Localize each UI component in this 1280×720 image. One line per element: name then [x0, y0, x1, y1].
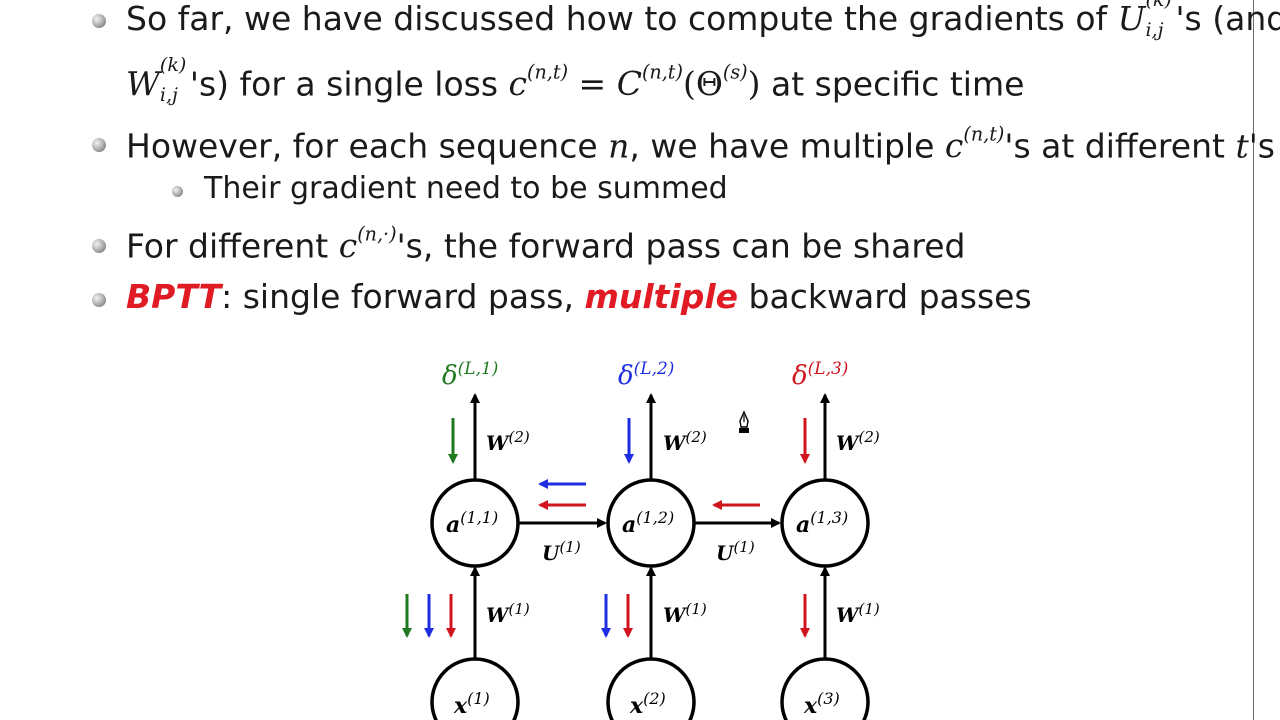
w2-label-2: W(2) — [663, 428, 707, 455]
bullet-1-line-2: W(k)i,j's) for a single loss c(n,t) = C(… — [126, 54, 1025, 106]
bullet-1-text-a: So far, we have discussed how to compute… — [126, 0, 1118, 38]
sequence-n: n — [608, 126, 630, 166]
w1-label-2: W(1) — [663, 600, 707, 627]
bullet-icon — [92, 14, 106, 28]
w2-label-3: W(2) — [836, 428, 880, 455]
bptt-diagram: δ(L,1) δ(L,2) δ(L,3) W(2) W(2) W(2) a(1,… — [402, 359, 880, 720]
u1-label-1: U(1) — [542, 538, 581, 565]
bullet-1-line-1: So far, we have discussed how to compute… — [126, 0, 1280, 41]
bullet-icon — [92, 293, 106, 307]
bullet-1-text-b: 's (and — [1175, 0, 1280, 38]
w-gradient-symbol: W(k) i,j — [126, 54, 190, 106]
bullet-3-text-b: 's, the forward pass can be shared — [396, 226, 966, 266]
bullet-1-text-c: 's) for a single loss — [189, 64, 509, 104]
bullet-4-text-b: backward passes — [738, 277, 1032, 316]
theta-close: ) — [747, 64, 761, 104]
window-edge-divider — [1253, 0, 1254, 720]
input-node-2 — [606, 657, 696, 720]
w1-label-1: W(1) — [486, 600, 530, 627]
loss-c: c — [508, 64, 528, 104]
bullet-3-text-a: For different — [126, 226, 339, 266]
loss-c-sup: (n,t) — [527, 61, 569, 84]
bullet-2-text-c: 's at different — [1004, 126, 1236, 166]
w-superscript: (k) — [159, 54, 187, 77]
pen-cursor-icon — [739, 411, 749, 433]
w1-label-3: W(1) — [836, 600, 880, 627]
bptt-term: BPTT — [126, 277, 222, 316]
bullet-2-text-b: , we have multiple — [629, 126, 945, 166]
loss-C: C — [616, 64, 642, 104]
u-subscript: i,j — [1145, 19, 1164, 41]
delta-label-2: δ(L,2) — [618, 359, 674, 391]
loss-equation: c(n,t) = C(n,t)(Θ(s)) — [508, 61, 761, 104]
equals-sign: = — [568, 64, 617, 104]
bullet-4-text-a: : single forward pass, — [221, 277, 585, 316]
time-t: t — [1235, 126, 1249, 166]
c-sup: (n,·) — [357, 223, 397, 246]
u1-label-2: U(1) — [716, 538, 755, 565]
sub-bullet-icon — [172, 186, 183, 197]
delta-label-1: δ(L,1) — [442, 359, 498, 391]
input-node-3-label: x(3) — [803, 689, 840, 719]
theta: (Θ — [682, 64, 723, 104]
u-gradient-symbol: U(k) i,j — [1117, 0, 1176, 41]
u-superscript: (k) — [1145, 0, 1172, 11]
bullet-icon — [92, 138, 106, 152]
w-indices: (k) i,j — [160, 54, 190, 106]
input-node-2-label: x(2) — [629, 689, 666, 719]
theta-sup: (s) — [722, 61, 748, 84]
hidden-node-1-label: a(1,1) — [446, 508, 498, 538]
multiple-term: multiple — [584, 277, 739, 316]
bullet-2-text-a: However, for each sequence — [126, 126, 609, 166]
w2-label-1: W(2) — [486, 428, 530, 455]
loss-c-n-dot: c(n,·) — [338, 223, 397, 266]
delta-label-3: δ(L,3) — [792, 359, 848, 391]
input-node-3 — [780, 657, 870, 720]
u-base: U — [1117, 0, 1146, 38]
bullet-2-text-d: 's — [1248, 126, 1275, 166]
c-base: c — [338, 226, 358, 266]
bullet-3-line: For different c(n,·)'s, the forward pass… — [126, 223, 966, 266]
input-node-1-label: x(1) — [453, 689, 490, 719]
bullet-1-text-d: at specific time — [760, 64, 1025, 104]
u-indices: (k) i,j — [1145, 0, 1175, 41]
w-subscript: i,j — [159, 84, 178, 107]
bullet-2-line: However, for each sequence n, we have mu… — [126, 123, 1275, 166]
c-base: c — [944, 126, 964, 166]
w-base: W — [126, 64, 160, 104]
bullet-icon — [92, 239, 106, 253]
c-sup: (n,t) — [963, 123, 1005, 146]
hidden-node-3-label: a(1,3) — [796, 508, 848, 538]
bullet-2-sub: Their gradient need to be summed — [204, 171, 728, 206]
input-node-1 — [430, 657, 520, 720]
loss-c-nt: c(n,t) — [944, 123, 1005, 166]
bullet-4-line: BPTT: single forward pass, multiple back… — [126, 278, 1032, 316]
hidden-node-2-label: a(1,2) — [622, 508, 674, 538]
loss-C-sup: (n,t) — [641, 61, 683, 84]
